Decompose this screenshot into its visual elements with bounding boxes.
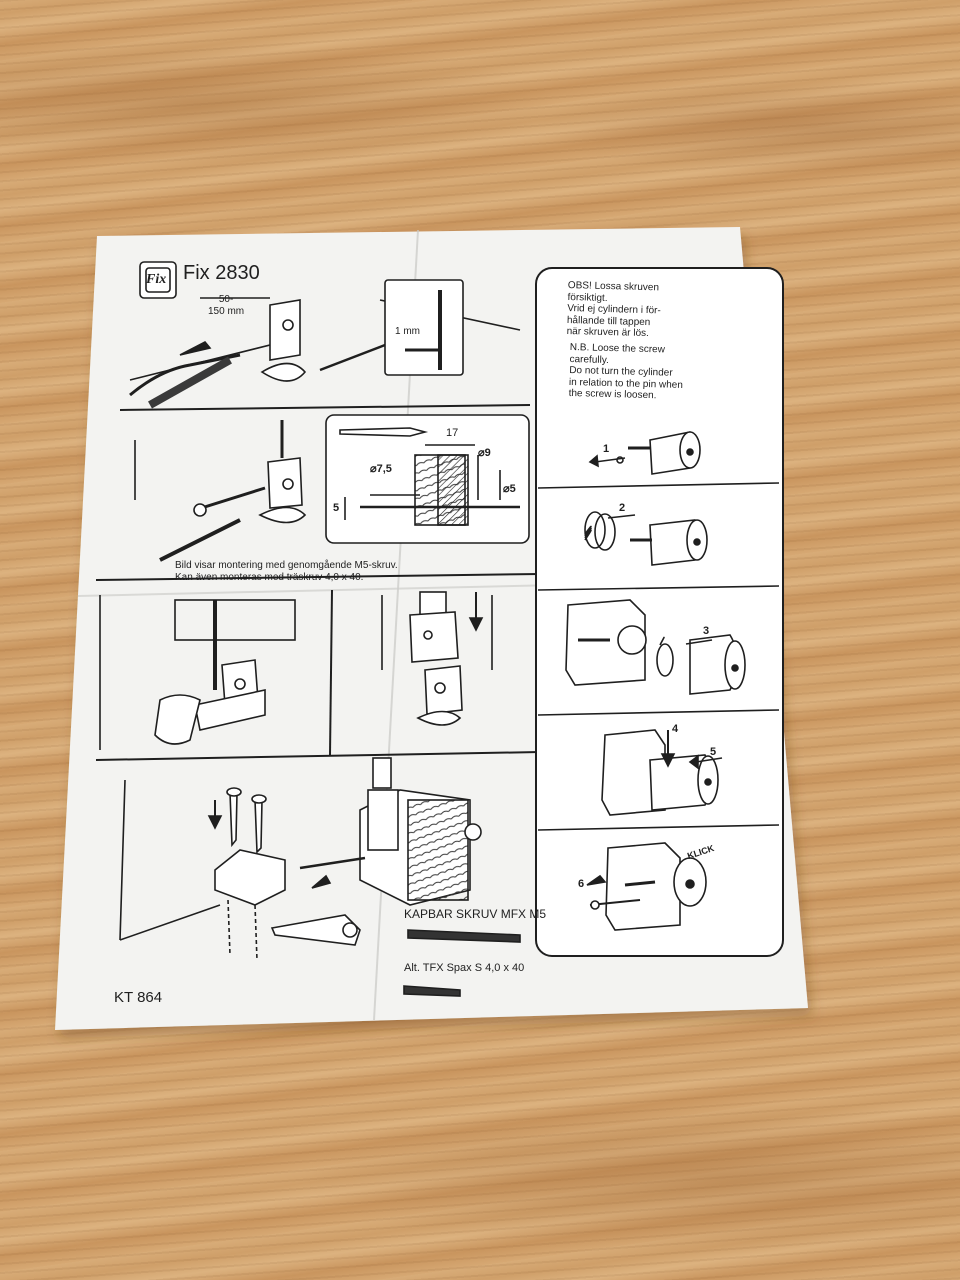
drill-dim-5-horizontal: ⌀5 <box>503 483 516 495</box>
drill-dim-5-vertical: 5 <box>333 502 340 514</box>
step-1-number: 1 <box>603 443 610 455</box>
step-2-number: 2 <box>619 502 626 514</box>
dimension-label: 50- 150 mm <box>208 294 245 317</box>
step-5-number: 5 <box>710 746 717 758</box>
drill-dim-17: 17 <box>446 427 459 439</box>
caption-swedish: Bild visar montering med genomgående M5-… <box>175 560 398 583</box>
obs-note-swedish: OBS! Lossa skruven försiktigt. Vrid ej c… <box>566 280 661 340</box>
drill-dim-9: ⌀9 <box>478 447 491 459</box>
gap-label: 1 mm <box>395 326 420 337</box>
step-6-number: 6 <box>578 878 585 890</box>
document-title: Fix 2830 <box>183 262 260 284</box>
drill-dim-7-5: ⌀7,5 <box>370 463 392 475</box>
step-3-number: 3 <box>703 625 710 637</box>
document-code: KT 864 <box>114 989 163 1006</box>
screw-label-alt: Alt. TFX Spax S 4,0 x 40 <box>404 962 525 974</box>
fix-logo-text: Fix <box>146 272 167 287</box>
screw-label-kapbar: KAPBAR SKRUV MFX M5 <box>404 907 547 921</box>
obs-note-english: N.B. Loose the screw carefully. Do not t… <box>568 342 684 402</box>
step-4-number: 4 <box>672 723 679 735</box>
